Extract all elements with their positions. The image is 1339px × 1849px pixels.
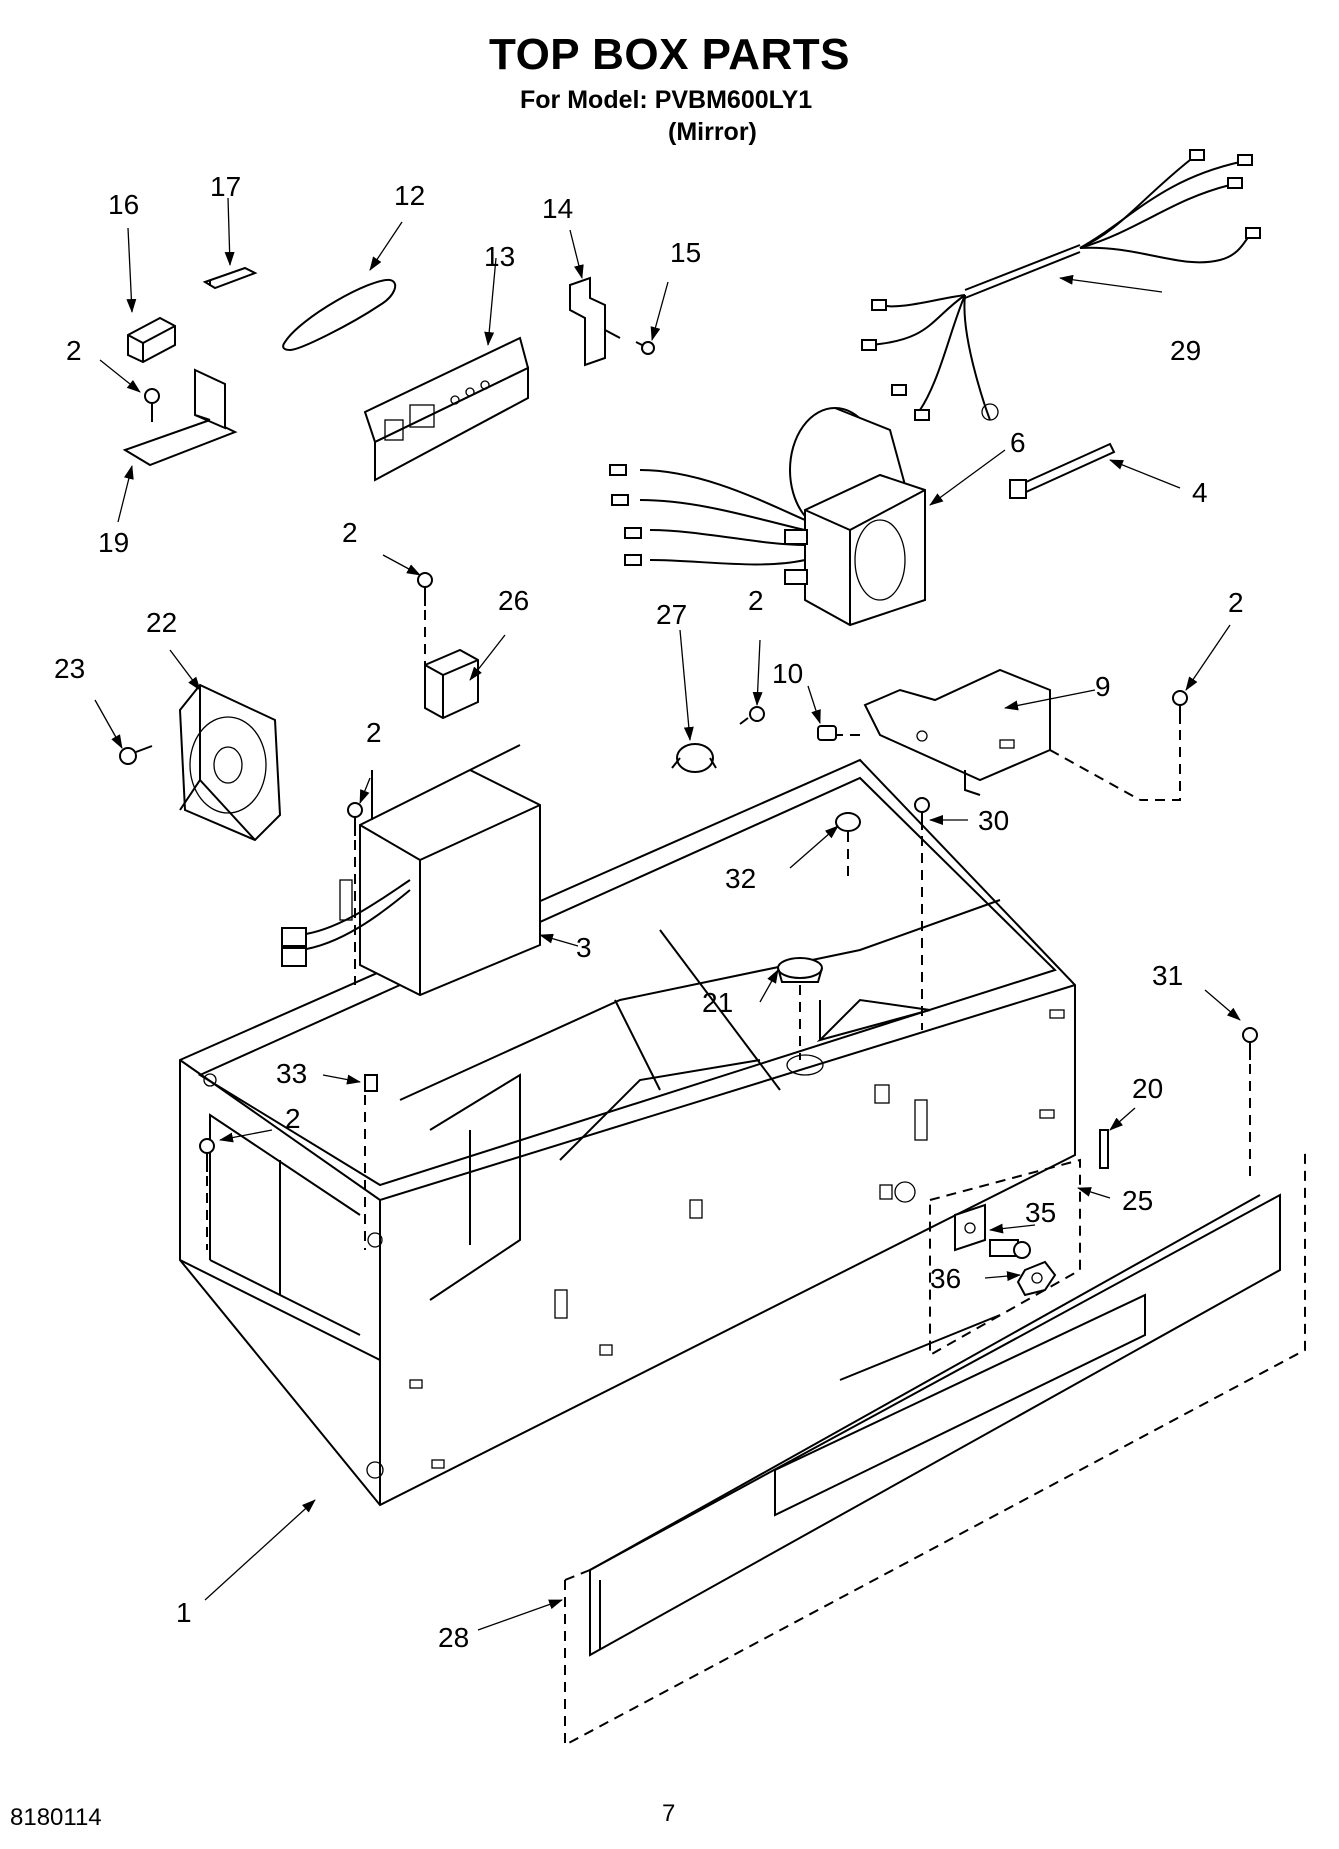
callout-13: 13 <box>484 241 515 272</box>
callout-2e: 2 <box>1228 587 1244 618</box>
callout-21: 21 <box>702 987 733 1018</box>
part-15-screw <box>635 341 655 355</box>
part-27-thermostat <box>671 743 717 773</box>
screw-2-top-left <box>144 388 160 422</box>
callout-3: 3 <box>576 932 592 963</box>
part-26-relay <box>424 648 479 720</box>
callout-28: 28 <box>438 1622 469 1653</box>
top-box-frame <box>179 758 1076 1507</box>
part-22-fan <box>178 683 282 842</box>
part-29-wire-harness <box>861 149 1261 421</box>
callout-10: 10 <box>772 658 803 689</box>
callout-30: 30 <box>978 805 1009 836</box>
callout-12: 12 <box>394 180 425 211</box>
part-21-cup <box>777 957 823 983</box>
screw-2-right <box>1172 690 1188 724</box>
part-10-grommet <box>817 725 837 741</box>
part-33-nut <box>364 1074 378 1092</box>
callout-2f: 2 <box>285 1103 301 1134</box>
part-17-connector <box>202 266 258 290</box>
alignment-lines <box>206 610 1251 1250</box>
callout-29: 29 <box>1170 335 1201 366</box>
switch-group-outline <box>929 1158 1081 1357</box>
variant-label: (Mirror) <box>668 118 757 146</box>
screw-31 <box>1242 1027 1258 1060</box>
part-32-grommet <box>835 812 861 832</box>
callout-4: 4 <box>1192 477 1208 508</box>
callout-36: 36 <box>930 1263 961 1294</box>
part-19-bracket <box>122 368 238 467</box>
screw-30 <box>914 797 930 830</box>
model-line: For Model: PVBM600LY1 <box>520 86 813 114</box>
screw-2-mid <box>417 572 433 606</box>
callout-32: 32 <box>725 863 756 894</box>
callout-26: 26 <box>498 585 529 616</box>
callout-22: 22 <box>146 607 177 638</box>
part-20-clip <box>1099 1129 1109 1169</box>
page-title: TOP BOX PARTS <box>488 30 850 79</box>
part-14-bracket <box>569 276 621 367</box>
callout-25: 25 <box>1122 1185 1153 1216</box>
callout-33: 33 <box>276 1058 307 1089</box>
screw-2-lower-left <box>199 1138 215 1172</box>
screw-2-transformer <box>347 802 363 836</box>
callout-14: 14 <box>542 193 573 224</box>
part-9-plate <box>863 668 1051 796</box>
part-6-motor <box>609 407 926 627</box>
callout-35: 35 <box>1025 1197 1056 1228</box>
part-16-relay <box>127 316 176 364</box>
page-number: 7 <box>662 1800 676 1827</box>
callout-20: 20 <box>1132 1073 1163 1104</box>
switch-bracket <box>954 1203 1057 1297</box>
callout-2d: 2 <box>748 585 764 616</box>
callout-2c: 2 <box>366 717 382 748</box>
screw-2-thermostat <box>739 706 765 725</box>
part-12-gasket <box>282 278 397 352</box>
part-13-control-board <box>363 336 530 482</box>
callout-31: 31 <box>1152 960 1183 991</box>
callout-1: 1 <box>176 1597 192 1628</box>
callout-9: 9 <box>1095 671 1111 702</box>
callout-6: 6 <box>1010 427 1026 458</box>
callout-16: 16 <box>108 189 139 220</box>
callout-2a: 2 <box>66 335 82 366</box>
callout-19: 19 <box>98 527 129 558</box>
part-3-transformer <box>281 744 541 997</box>
callout-27: 27 <box>656 599 687 630</box>
part-23-screw <box>119 745 153 765</box>
callout-17: 17 <box>210 171 241 202</box>
part-4-cable-tie <box>1009 442 1116 499</box>
document-number: 8180114 <box>10 1804 102 1831</box>
callout-labels: 1 2 2 2 2 2 2 3 4 6 9 10 12 13 14 15 16 … <box>54 171 1244 1653</box>
callout-15: 15 <box>670 237 701 268</box>
leader-arrows <box>94 197 1241 1631</box>
callout-2b: 2 <box>342 517 358 548</box>
callout-23: 23 <box>54 653 85 684</box>
front-panel <box>564 1150 1306 1747</box>
